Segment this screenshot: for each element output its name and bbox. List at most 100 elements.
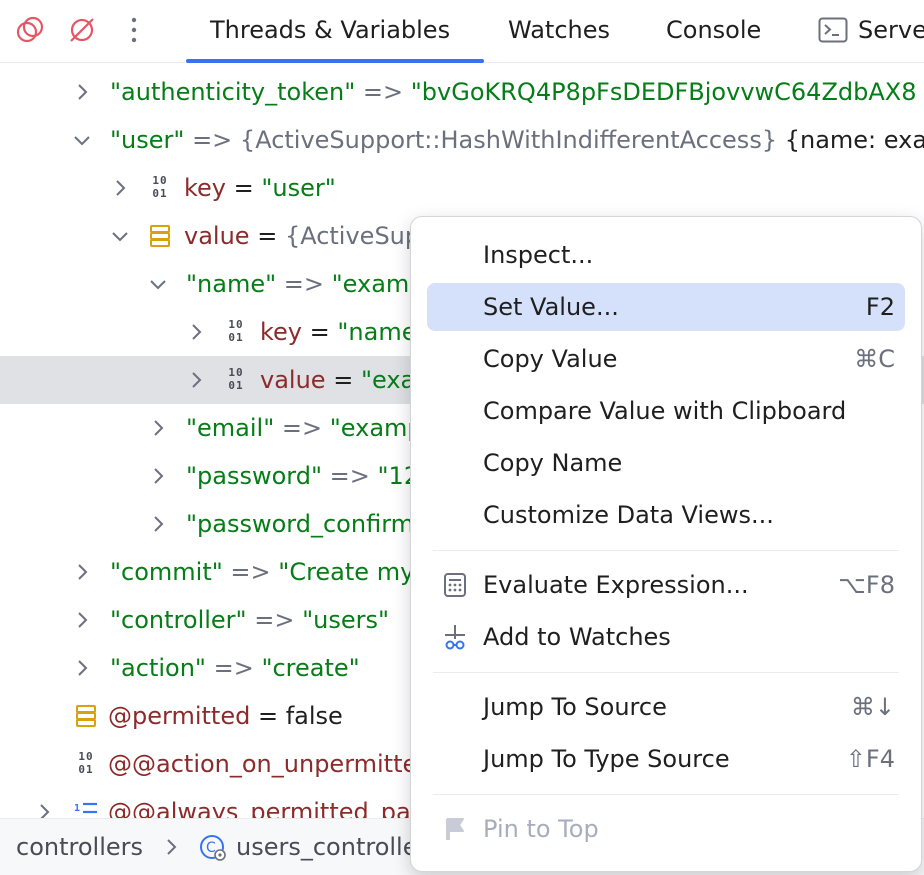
variable-value: "exa (360, 366, 416, 394)
chevron-right-icon (167, 839, 177, 855)
menu-item-label: Copy Value (483, 345, 618, 373)
menu-separator (433, 672, 899, 673)
equals-sign: = (325, 366, 361, 394)
hash-arrow: => (274, 414, 330, 442)
tab-watches[interactable]: Watches (508, 16, 610, 44)
menu-item-label: Customize Data Views... (483, 501, 774, 529)
menu-item-jump-to-source[interactable]: Jump To Source ⌘↓ (427, 683, 905, 731)
tree-row[interactable]: "email" => "examp (0, 404, 924, 452)
tree-row[interactable]: "password" => "12 (0, 452, 924, 500)
tree-row[interactable]: "name" => "examp (0, 260, 924, 308)
variable-name: @permitted (108, 702, 251, 730)
chevron-right-icon[interactable] (146, 464, 170, 488)
chevron-right-icon[interactable] (146, 512, 170, 536)
hash-arrow: => (222, 558, 279, 586)
chevron-right-icon[interactable] (32, 800, 56, 824)
menu-item-label: Inspect... (483, 241, 594, 269)
menu-item-copy-name[interactable]: Copy Name (427, 439, 905, 487)
chevron-right-icon[interactable] (146, 416, 170, 440)
tab-server[interactable]: Server (858, 16, 924, 44)
menu-item-customize-views[interactable]: Customize Data Views... (427, 491, 905, 539)
menu-item-evaluate-expression[interactable]: Evaluate Expression... ⌥F8 (427, 561, 905, 609)
chevron-right-icon[interactable] (184, 368, 208, 392)
value-preview: {name: exam (784, 126, 924, 154)
equals-sign: = (249, 222, 285, 250)
breadcrumb-item[interactable]: controllers (16, 833, 143, 861)
hash-value: "examp (331, 270, 425, 298)
menu-item-set-value[interactable]: Set Value... F2 (427, 283, 905, 331)
hash-arrow: => (276, 270, 332, 298)
chevron-down-icon[interactable] (146, 272, 170, 296)
menu-item-pin-to-top[interactable]: Pin to Top (427, 805, 905, 853)
variable-value: "user" (261, 174, 336, 202)
hash-value: "bvGoKRQ4P8pFsDEDFBjovvwC64ZdbAX8 (410, 78, 917, 106)
hash-key: "controller" (110, 606, 247, 634)
tree-row[interactable]: "controller" => "users" (0, 596, 924, 644)
menu-separator (433, 794, 899, 795)
breakpoints-icon[interactable] (14, 14, 46, 46)
chevron-right-icon[interactable] (70, 560, 94, 584)
menu-item-shortcut: ⌘↓ (850, 693, 895, 721)
tree-row[interactable]: "action" => "create" (0, 644, 924, 692)
menu-item-label: Evaluate Expression... (483, 571, 749, 599)
pin-flag-icon (446, 818, 464, 840)
variable-name: value (184, 222, 250, 250)
chevron-right-icon[interactable] (70, 608, 94, 632)
hash-value: "create" (261, 654, 360, 682)
menu-item-label: Jump To Source (483, 693, 667, 721)
chevron-down-icon[interactable] (108, 224, 132, 248)
menu-separator (433, 550, 899, 551)
tree-row[interactable]: "commit" => "Create my (0, 548, 924, 596)
hash-key: "user" (110, 126, 185, 154)
tree-row[interactable]: "user" => {ActiveSupport::HashWithIndiff… (0, 116, 924, 164)
menu-item-shortcut: ⌥F8 (838, 571, 895, 599)
menu-item-copy-value[interactable]: Copy Value ⌘C (427, 335, 905, 383)
tab-threads-variables[interactable]: Threads & Variables (210, 16, 451, 44)
type-info: {ActiveSupport::HashWithIndifferentAcces… (239, 126, 778, 154)
chevron-right-icon[interactable] (184, 320, 208, 344)
breadcrumb-item[interactable]: users_controlle (236, 833, 418, 861)
hash-key: "email" (186, 414, 275, 442)
tab-console[interactable]: Console (666, 16, 762, 44)
tree-row[interactable]: @permitted = false (0, 692, 924, 740)
menu-item-inspect[interactable]: Inspect... (427, 231, 905, 279)
chevron-right-icon[interactable] (70, 656, 94, 680)
menu-item-label: Set Value... (483, 293, 619, 321)
menu-item-compare-clipboard[interactable]: Compare Value with Clipboard (427, 387, 905, 435)
equals-sign: = (302, 318, 338, 346)
equals-sign: = (250, 702, 286, 730)
menu-item-add-to-watches[interactable]: Add to Watches (427, 613, 905, 661)
add-watch-icon (445, 625, 465, 650)
variable-name: @@action_on_unpermitte (108, 750, 418, 778)
tree-row[interactable]: "authenticity_token" => "bvGoKRQ4P8pFsDE… (0, 68, 924, 116)
variable-value: "name (337, 318, 417, 346)
menu-item-label: Pin to Top (483, 815, 599, 843)
more-icon[interactable] (118, 14, 150, 46)
chevron-right-icon[interactable] (70, 80, 94, 104)
menu-item-jump-to-type-source[interactable]: Jump To Type Source ⇧F4 (427, 735, 905, 783)
mute-breakpoints-icon[interactable] (66, 14, 98, 46)
hash-value: "examp (329, 414, 423, 442)
terminal-icon (818, 17, 848, 43)
variable-name: value (260, 366, 326, 394)
menu-item-label: Compare Value with Clipboard (483, 397, 847, 425)
hash-key: "action" (110, 654, 206, 682)
chevron-down-icon[interactable] (70, 128, 94, 152)
calculator-icon (444, 573, 466, 597)
hash-key: "password_confirm (186, 510, 415, 538)
chevron-right-icon[interactable] (108, 176, 132, 200)
hash-arrow: => (322, 462, 378, 490)
tree-row[interactable]: value = {ActiveSup (0, 212, 924, 260)
hash-key: "commit" (110, 558, 223, 586)
controller-class-icon: C (200, 835, 226, 861)
equals-sign: = (226, 174, 262, 202)
menu-item-shortcut: ⇧F4 (845, 745, 895, 773)
tree-row[interactable]: "password_confirm (0, 500, 924, 548)
hash-object-icon (76, 705, 96, 727)
hash-arrow: => (355, 78, 411, 106)
